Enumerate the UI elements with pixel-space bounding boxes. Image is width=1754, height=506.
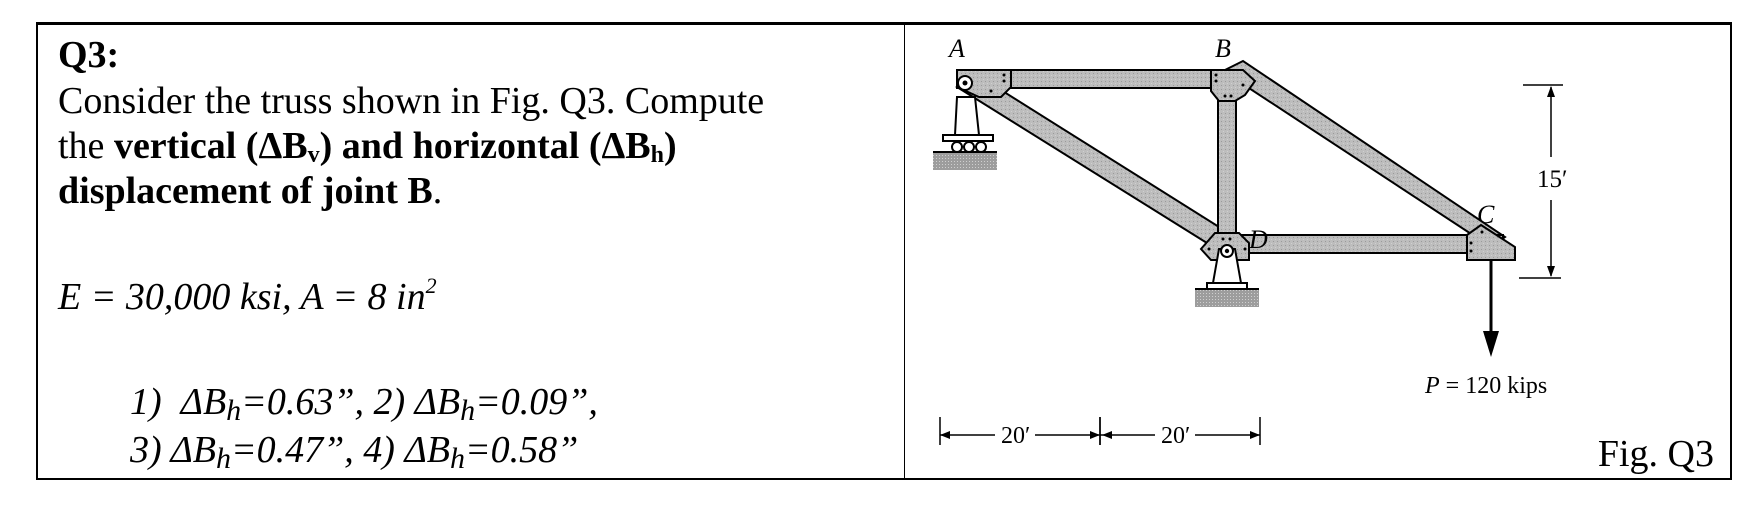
gusset-B bbox=[1210, 69, 1257, 102]
height-dimension bbox=[1519, 84, 1563, 279]
question-line-1: Consider the truss shown in Fig. Q3. Com… bbox=[58, 80, 765, 122]
question-line-2: the vertical (ΔBv) and horizontal (ΔBh) bbox=[58, 125, 677, 168]
given-values: E = 30,000 ksi, A = 8 in2 bbox=[58, 273, 437, 319]
member-BD bbox=[1217, 84, 1237, 246]
question-text: Consider the truss shown in Fig. Q3. Com… bbox=[58, 79, 898, 214]
figure-cell: A B D C P = 120 kips 15′ bbox=[905, 25, 1730, 478]
height-dimension-label: 15′ bbox=[1537, 166, 1567, 193]
question-title: Q3: bbox=[58, 34, 120, 76]
member-AD bbox=[955, 73, 1237, 255]
pin-support-D bbox=[1195, 244, 1259, 307]
figure-caption: Fig. Q3 bbox=[1597, 433, 1714, 475]
cell-divider bbox=[904, 25, 905, 478]
joint-label-B: B bbox=[1215, 34, 1231, 63]
joint-label-A: A bbox=[947, 34, 965, 63]
answer-option-3: 3) ΔBh=0.47” bbox=[130, 429, 345, 475]
answer-row-1: 1) ΔBh=0.63”, 2) ΔBh=0.09”, bbox=[130, 381, 598, 427]
roller-support-A bbox=[933, 75, 997, 170]
joint-label-D: D bbox=[1248, 225, 1268, 254]
joint-label-C: C bbox=[1477, 200, 1495, 229]
gusset-A bbox=[956, 69, 1012, 98]
question-line-3: displacement of joint B. bbox=[58, 170, 443, 212]
answer-row-2: 3) ΔBh=0.47”, 4) ΔBh=0.58” bbox=[130, 429, 579, 475]
load-arrow-icon bbox=[1483, 260, 1499, 357]
gusset-C bbox=[1466, 223, 1516, 261]
span-dimension bbox=[939, 417, 1261, 445]
answer-option-2: 2) ΔBh=0.09” bbox=[373, 381, 589, 427]
answer-choices: 1) ΔBh=0.63”, 2) ΔBh=0.09”, 3) ΔBh=0.47”… bbox=[130, 378, 598, 474]
truss-diagram: A B D C P = 120 kips 15′ bbox=[933, 34, 1567, 445]
answer-option-1: 1) ΔBh=0.63” bbox=[130, 381, 355, 427]
question-cell: Q3: Consider the truss shown in Fig. Q3.… bbox=[38, 25, 904, 478]
answer-option-4: 4) ΔBh=0.58” bbox=[363, 429, 579, 475]
load-label: P = 120 kips bbox=[1424, 373, 1547, 399]
member-DC bbox=[1226, 234, 1504, 254]
member-BC bbox=[1220, 59, 1507, 249]
question-table: Q3: Consider the truss shown in Fig. Q3.… bbox=[36, 22, 1732, 480]
